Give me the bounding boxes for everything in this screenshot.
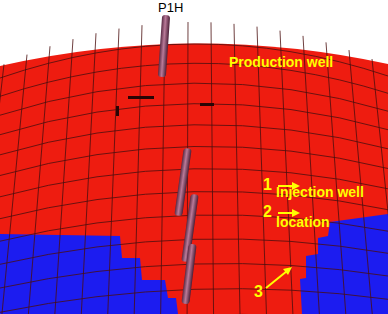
grid-cell-mark (128, 96, 154, 99)
grid-cell-mark (200, 103, 214, 106)
reservoir-surface (0, 43, 388, 314)
callout-number: 1 (263, 176, 272, 194)
region-label: Production well (229, 54, 333, 70)
injection-well (181, 244, 196, 305)
grid-cell-mark (116, 106, 119, 116)
production-well (158, 15, 170, 77)
region-label: Injection well location (276, 177, 380, 237)
callout-number: 3 (254, 283, 263, 301)
well-name: P1H (158, 0, 183, 15)
callout-number: 2 (263, 203, 272, 221)
water-zone (0, 234, 178, 314)
grid-lines (0, 22, 388, 314)
